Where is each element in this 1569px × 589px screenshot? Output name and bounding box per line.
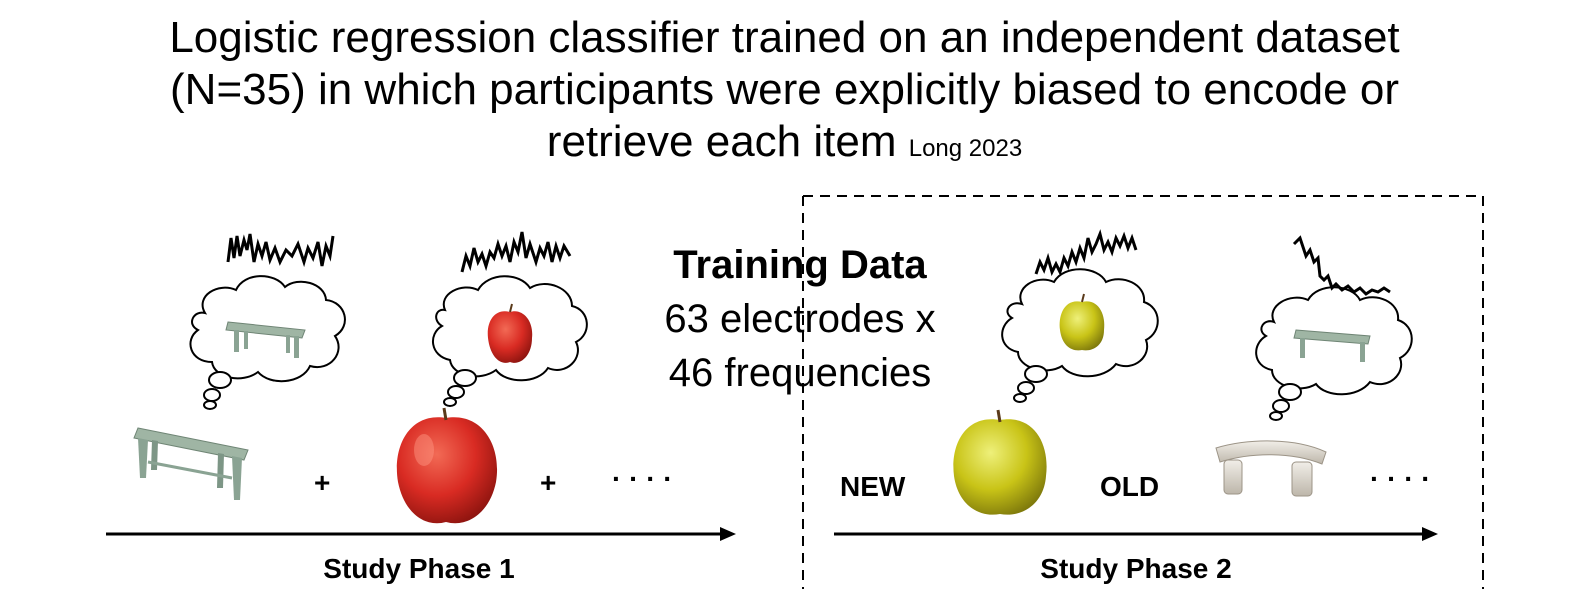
title-line-1: Logistic regression classifier trained o… [169, 13, 1400, 62]
title-line-3: retrieve each item [546, 117, 897, 166]
yellow-apple-small-icon [1059, 293, 1105, 351]
title-line-2: (N=35) in which participants were explic… [170, 65, 1399, 114]
phase2-label: Study Phase 2 [1040, 553, 1231, 584]
yellow-apple-stimulus-icon [953, 409, 1047, 515]
eeg-trace-1 [226, 233, 335, 268]
red-apple-small-icon [487, 303, 533, 363]
phase2-ellipsis: · · · · [1370, 463, 1431, 494]
thought-bubble-bench-1 [189, 275, 346, 410]
phase1-label: Study Phase 1 [323, 553, 514, 584]
phase1-ellipsis: · · · · [612, 463, 673, 494]
stone-bench-stimulus-icon [1215, 440, 1327, 497]
red-apple-stimulus-icon [396, 407, 498, 524]
phase1-timeline-arrow [106, 527, 736, 541]
figure-title: Logistic regression classifier trained o… [0, 12, 1569, 175]
phase2-timeline-arrow [834, 527, 1438, 541]
thought-bubble-bench-2 [1255, 286, 1413, 421]
plus-sign-1: + [314, 467, 330, 498]
citation: Long 2023 [908, 135, 1023, 162]
bench-icon [225, 321, 306, 358]
new-label: NEW [840, 471, 906, 502]
old-label: OLD [1100, 471, 1159, 502]
training-data-heading: Training Data [673, 243, 927, 287]
eeg-trace-4 [1292, 235, 1391, 296]
phase2-dashed-border [802, 195, 1484, 589]
training-data-box: Training Data 63 electrodes x 46 frequen… [600, 238, 1000, 400]
bench-stimulus-icon [133, 427, 249, 500]
training-data-electrodes: 63 electrodes x [664, 297, 936, 341]
eeg-trace-3 [1034, 229, 1138, 277]
training-data-frequencies: 46 frequencies [668, 351, 932, 395]
bench-small-icon-2 [1293, 329, 1371, 362]
eeg-trace-2 [460, 231, 572, 273]
plus-sign-2: + [540, 467, 556, 498]
